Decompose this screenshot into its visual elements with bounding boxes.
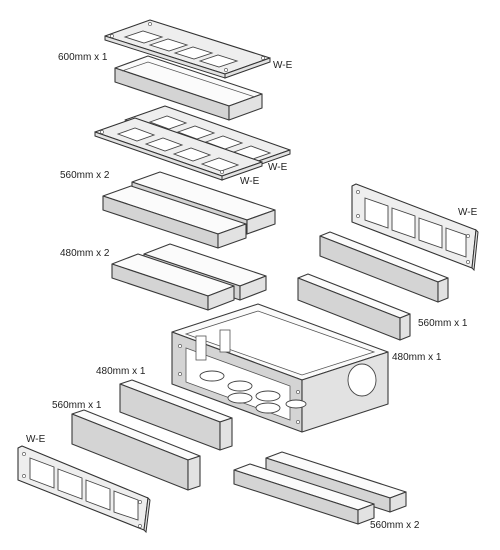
right-radiator-560 (319, 231, 449, 303)
radiator-560-pair-top (102, 171, 276, 249)
label-560mm-x2-top: 560mm x 2 (60, 170, 110, 181)
top-we-frame-600 (104, 19, 271, 79)
front-we-frame (17, 445, 151, 534)
bottom-radiator-560-pair (233, 451, 407, 525)
right-we-frame (351, 183, 479, 272)
label-600mm-x1: 600mm x 1 (58, 52, 108, 63)
chassis-frame (171, 303, 389, 433)
front-radiator-480 (119, 379, 233, 451)
right-radiator-480 (297, 273, 411, 341)
label-480mm-x2: 480mm x 2 (60, 248, 110, 259)
label-we-top-3: W-E (240, 176, 260, 187)
label-we-right: W-E (458, 207, 478, 218)
radiator-480-pair (111, 243, 267, 311)
label-480mm-x1-right: 480mm x 1 (392, 352, 442, 363)
front-radiator-560 (71, 409, 201, 491)
label-480mm-x1-front: 480mm x 1 (96, 366, 146, 377)
label-560mm-x1-front: 560mm x 1 (52, 400, 102, 411)
label-we-front: W-E (26, 434, 46, 445)
radiator-600 (114, 55, 263, 121)
label-560mm-x2-bottom: 560mm x 2 (370, 520, 420, 531)
label-560mm-x1-right: 560mm x 1 (418, 318, 468, 329)
label-we-top-1: W-E (273, 60, 293, 71)
we-frame-560-front (94, 117, 263, 181)
label-we-top-2: W-E (268, 162, 288, 173)
